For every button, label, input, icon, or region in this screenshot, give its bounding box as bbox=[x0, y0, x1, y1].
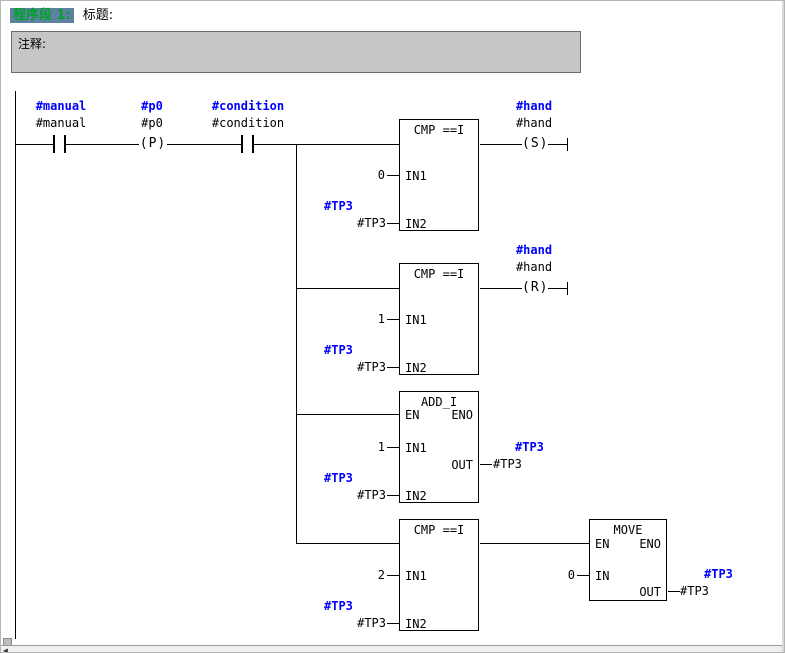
pin-stub bbox=[387, 447, 399, 448]
cmp2-in2-operand[interactable]: #TP3 bbox=[357, 360, 386, 374]
cmp3-in1-pin: IN1 bbox=[405, 569, 427, 583]
cmp1-title: CMP ==I bbox=[413, 123, 465, 137]
move-in-pin: IN bbox=[595, 569, 610, 583]
cmp2-in2-symbol: #TP3 bbox=[324, 343, 353, 357]
scroll-left-arrow-icon[interactable]: ◀ bbox=[3, 646, 8, 653]
pin-stub bbox=[387, 223, 399, 224]
cmp2-in1-value[interactable]: 1 bbox=[377, 312, 385, 326]
add-in2-pin: IN2 bbox=[405, 489, 427, 503]
add-in1-pin: IN1 bbox=[405, 441, 427, 455]
wire bbox=[480, 288, 522, 289]
pin-stub bbox=[387, 623, 399, 624]
network-header: 程序段 1: 标题: bbox=[10, 7, 113, 24]
set-coil-symbol[interactable]: (S) bbox=[522, 136, 549, 152]
add-in1-value[interactable]: 1 bbox=[377, 440, 385, 454]
pin-stub bbox=[668, 591, 680, 592]
contact-condition-operand[interactable]: #condition bbox=[211, 116, 285, 130]
wire bbox=[480, 543, 589, 544]
add-in2-symbol: #TP3 bbox=[324, 471, 353, 485]
pin-stub bbox=[387, 175, 399, 176]
add-out-pin: OUT bbox=[451, 458, 473, 472]
pin-stub bbox=[387, 319, 399, 320]
positive-edge-symbol[interactable]: (P) bbox=[139, 136, 167, 152]
pin-stub bbox=[387, 367, 399, 368]
power-rail bbox=[15, 91, 16, 639]
rung-end-tick bbox=[567, 138, 568, 151]
wire bbox=[167, 144, 241, 145]
cmp2-box[interactable]: CMP ==I IN1 IN2 bbox=[399, 263, 479, 375]
move-eno-pin: ENO bbox=[639, 537, 661, 551]
add-out-operand[interactable]: #TP3 bbox=[493, 457, 522, 471]
cmp3-in2-operand[interactable]: #TP3 bbox=[357, 616, 386, 630]
move-in-value[interactable]: 0 bbox=[567, 568, 575, 582]
cmp3-in2-pin: IN2 bbox=[405, 617, 427, 631]
add-title: ADD_I bbox=[420, 395, 458, 409]
cmp1-in2-symbol: #TP3 bbox=[324, 199, 353, 213]
move-box[interactable]: MOVE EN ENO IN OUT bbox=[589, 519, 667, 601]
set-coil-operand[interactable]: #hand bbox=[515, 116, 553, 130]
cmp2-in1-pin: IN1 bbox=[405, 313, 427, 327]
reset-coil-symbol-name: #hand bbox=[515, 243, 553, 257]
add-box[interactable]: ADD_I EN ENO IN1 OUT IN2 bbox=[399, 391, 479, 503]
reset-coil-operand[interactable]: #hand bbox=[515, 260, 553, 274]
add-out-symbol: #TP3 bbox=[515, 440, 544, 454]
cmp3-in1-value[interactable]: 2 bbox=[377, 568, 385, 582]
wire bbox=[296, 414, 399, 415]
cmp1-in2-pin: IN2 bbox=[405, 217, 427, 231]
cmp2-title: CMP ==I bbox=[413, 267, 465, 281]
cmp2-in2-pin: IN2 bbox=[405, 361, 427, 375]
contact-bar bbox=[53, 135, 55, 153]
pin-stub bbox=[387, 495, 399, 496]
comment-label: 注释: bbox=[18, 37, 47, 51]
right-edge-divider bbox=[782, 1, 784, 652]
wire bbox=[480, 144, 522, 145]
move-out-operand[interactable]: #TP3 bbox=[680, 584, 709, 598]
cmp3-box[interactable]: CMP ==I IN1 IN2 bbox=[399, 519, 479, 631]
contact-bar bbox=[252, 135, 254, 153]
contact-bar bbox=[64, 135, 66, 153]
contact-manual-operand[interactable]: #manual bbox=[35, 116, 87, 130]
add-in2-operand[interactable]: #TP3 bbox=[357, 488, 386, 502]
set-coil-symbol-name: #hand bbox=[515, 99, 553, 113]
rung-end-tick bbox=[567, 282, 568, 295]
pin-stub bbox=[480, 464, 492, 465]
wire bbox=[296, 288, 399, 289]
wire bbox=[548, 288, 567, 289]
cmp1-box[interactable]: CMP ==I IN1 IN2 bbox=[399, 119, 479, 231]
cmp1-in1-value[interactable]: 0 bbox=[377, 168, 385, 182]
pin-stub bbox=[387, 575, 399, 576]
network-title-label[interactable]: 标题: bbox=[82, 8, 114, 23]
wire bbox=[296, 543, 399, 544]
move-title: MOVE bbox=[613, 523, 643, 537]
network-label[interactable]: 程序段 1: bbox=[10, 8, 74, 23]
cmp3-title: CMP ==I bbox=[413, 523, 465, 537]
edge-p0-operand[interactable]: #p0 bbox=[141, 116, 163, 130]
contact-bar bbox=[241, 135, 243, 153]
cmp1-in2-operand[interactable]: #TP3 bbox=[357, 216, 386, 230]
branch-wire bbox=[296, 144, 297, 544]
horizontal-scrollbar[interactable]: ◀ bbox=[1, 645, 784, 653]
pin-stub bbox=[577, 575, 589, 576]
add-en-pin: EN bbox=[405, 408, 420, 422]
move-en-pin: EN bbox=[595, 537, 610, 551]
wire bbox=[66, 144, 139, 145]
wire bbox=[15, 144, 53, 145]
contact-manual-symbol: #manual bbox=[35, 99, 87, 113]
reset-coil-symbol[interactable]: (R) bbox=[522, 280, 549, 296]
move-out-pin: OUT bbox=[639, 585, 661, 599]
contact-condition-symbol: #condition bbox=[211, 99, 285, 113]
wire bbox=[254, 144, 399, 145]
cmp1-in1-pin: IN1 bbox=[405, 169, 427, 183]
move-out-symbol: #TP3 bbox=[704, 567, 733, 581]
add-eno-pin: ENO bbox=[451, 408, 473, 422]
edge-p0-symbol: #p0 bbox=[141, 99, 163, 113]
wire bbox=[548, 144, 567, 145]
cmp3-in2-symbol: #TP3 bbox=[324, 599, 353, 613]
comment-box[interactable]: 注释: bbox=[11, 31, 581, 73]
